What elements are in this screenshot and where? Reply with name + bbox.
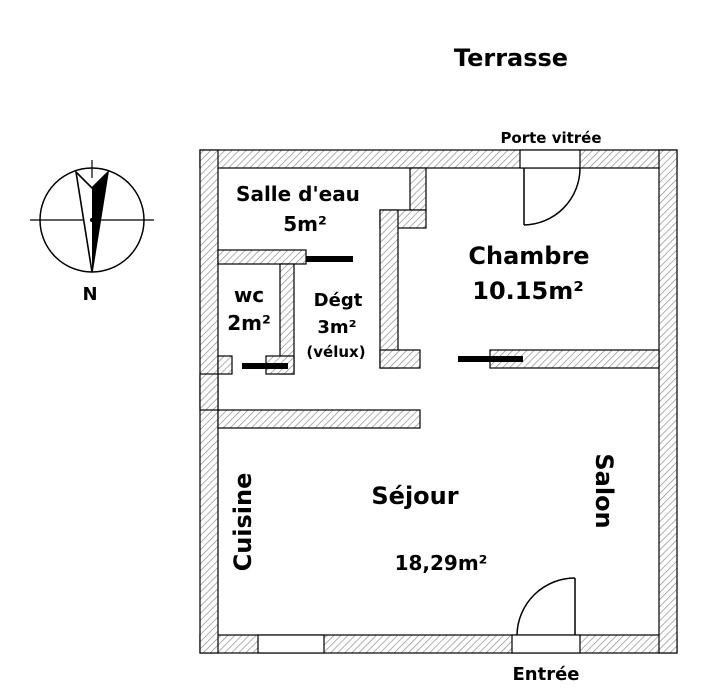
room-wc-area: 2m²: [227, 311, 271, 335]
room-wc-name: wc: [234, 283, 264, 307]
porte-vitree-opening: [519, 149, 581, 169]
entree-opening: [511, 634, 581, 654]
porte-vitree-swing: [523, 167, 581, 226]
room-degt-name: Dégt: [314, 290, 363, 311]
outer-wall-top: [199, 149, 678, 169]
room-salle-deau-name: Salle d'eau: [236, 182, 360, 206]
wall-chambre-left: [379, 209, 399, 369]
room-sejour-name: Séjour: [371, 482, 458, 510]
wall-salle-deau-right: [409, 167, 427, 211]
wall-wc-bottom-left: [217, 355, 233, 375]
wall-wc-left-stub: [199, 373, 219, 411]
window-bottom: [257, 634, 325, 654]
room-degt-note: (vélux): [306, 343, 365, 361]
room-salon-name: Salon: [590, 453, 618, 528]
compass-rose: [30, 160, 154, 273]
room-chambre-area: 10.15m²: [472, 277, 583, 305]
room-sejour-area: 18,29m²: [395, 551, 488, 575]
room-salle-deau-area: 5m²: [283, 212, 327, 236]
label-porte-vitree: Porte vitrée: [500, 129, 601, 147]
wall-sejour-top: [217, 409, 421, 429]
label-entree: Entrée: [512, 664, 579, 685]
wall-salle-deau-bottom: [217, 249, 307, 265]
entree-swing: [516, 577, 576, 636]
room-cuisine-name: Cuisine: [229, 473, 257, 572]
wall-chambre-left-lower: [379, 349, 421, 369]
room-degt-area: 3m²: [317, 317, 356, 338]
room-chambre-name: Chambre: [468, 242, 589, 270]
label-terrasse: Terrasse: [454, 44, 568, 72]
outer-wall-right: [658, 149, 678, 654]
compass-label: N: [82, 284, 97, 305]
